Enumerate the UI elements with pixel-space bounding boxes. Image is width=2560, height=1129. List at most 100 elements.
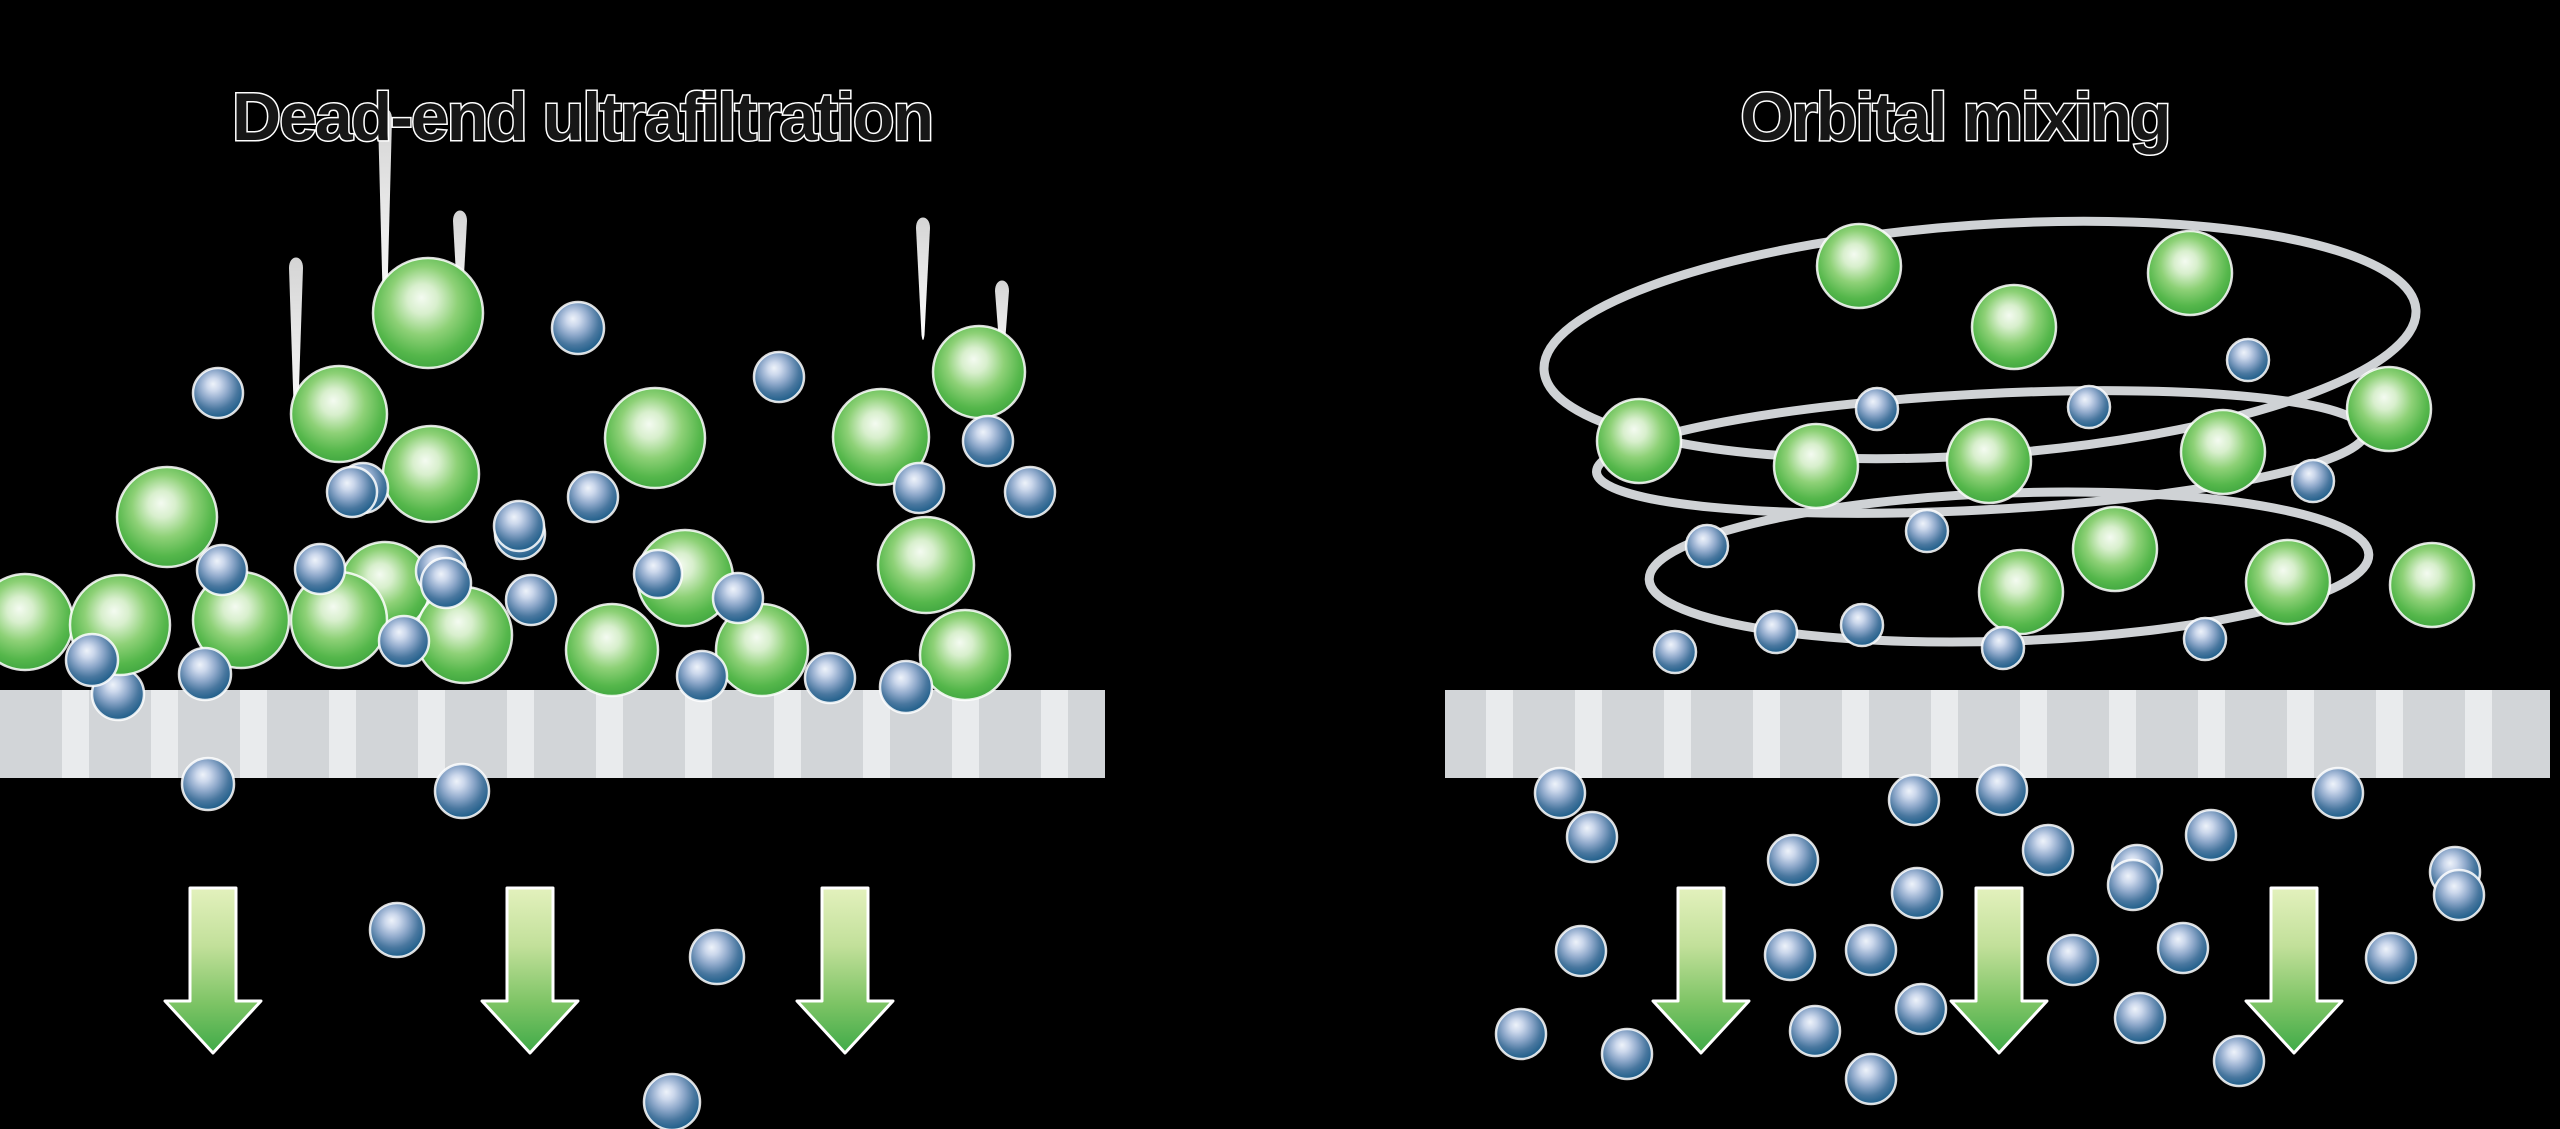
blue-small-particle-permeate bbox=[642, 1072, 702, 1129]
green-large-particle-retained bbox=[1772, 422, 1860, 510]
blue-small-particle-permeate bbox=[2106, 858, 2160, 912]
green-large-particle-retained bbox=[381, 424, 481, 524]
blue-small-particle-permeate bbox=[1844, 923, 1898, 977]
blue-small-particle-retained bbox=[377, 614, 431, 668]
blue-small-particle-permeate bbox=[1766, 833, 1820, 887]
green-large-particle-retained bbox=[2179, 408, 2267, 496]
blue-small-particle-retained bbox=[878, 659, 934, 715]
blue-small-particle-permeate bbox=[2021, 823, 2075, 877]
blue-small-particle-retained bbox=[177, 646, 233, 702]
green-large-particle-retained bbox=[0, 572, 75, 672]
blue-small-particle-retained bbox=[566, 470, 620, 524]
blue-small-particle-retained bbox=[293, 542, 347, 596]
blue-small-particle-permeate bbox=[2046, 933, 2100, 987]
green-large-particle-retained bbox=[2244, 538, 2332, 626]
blue-small-particle-permeate bbox=[2156, 921, 2210, 975]
blue-small-particle-retained bbox=[492, 499, 546, 553]
blue-small-particle-permeate bbox=[1763, 928, 1817, 982]
flow-streak bbox=[289, 257, 303, 437]
blue-small-particle-retained bbox=[752, 350, 806, 404]
blue-small-particle-permeate bbox=[1887, 773, 1941, 827]
blue-small-particle-retained bbox=[1904, 508, 1950, 554]
blue-small-particle-retained bbox=[191, 366, 245, 420]
blue-small-particle-retained bbox=[504, 573, 558, 627]
blue-small-particle-permeate bbox=[1788, 1004, 1842, 1058]
blue-small-particle-permeate bbox=[1494, 1007, 1548, 1061]
membrane bbox=[1445, 690, 2550, 778]
blue-small-particle-permeate bbox=[2113, 991, 2167, 1045]
permeate-flow-arrow bbox=[2244, 886, 2344, 1055]
green-large-particle-retained bbox=[289, 364, 389, 464]
flow-streak bbox=[916, 217, 930, 340]
blue-small-particle-retained bbox=[1854, 386, 1900, 432]
blue-small-particle-retained bbox=[892, 461, 946, 515]
blue-small-particle-permeate bbox=[1600, 1027, 1654, 1081]
blue-small-particle-permeate bbox=[1565, 810, 1619, 864]
blue-small-particle-permeate bbox=[688, 928, 746, 986]
green-large-particle-retained bbox=[918, 608, 1012, 702]
blue-small-particle-permeate bbox=[180, 756, 236, 812]
permeate-flow-arrow bbox=[1651, 886, 1751, 1055]
orbital-mixing-panel bbox=[1445, 216, 2550, 1106]
blue-small-particle-permeate bbox=[1975, 763, 2029, 817]
blue-small-particle-retained bbox=[1753, 609, 1799, 655]
panels-group bbox=[0, 108, 2550, 1129]
blue-small-particle-permeate bbox=[2212, 1034, 2266, 1088]
green-large-particle-retained bbox=[831, 387, 931, 487]
blue-small-particle-retained bbox=[711, 571, 765, 625]
green-large-particle-retained bbox=[1977, 548, 2065, 636]
blue-small-particle-retained bbox=[1839, 602, 1885, 648]
blue-small-particle-retained bbox=[64, 632, 120, 688]
dead-end-ultrafiltration-panel bbox=[0, 108, 1105, 1129]
blue-small-particle-retained bbox=[1652, 629, 1698, 675]
blue-small-particle-permeate bbox=[368, 901, 426, 959]
blue-small-particle-retained bbox=[419, 556, 473, 610]
permeate-flow-arrow bbox=[163, 886, 263, 1055]
green-large-particle-retained bbox=[1595, 397, 1683, 485]
blue-small-particle-retained bbox=[961, 414, 1015, 468]
permeate-flow-arrow bbox=[480, 886, 580, 1055]
blue-small-particle-retained bbox=[195, 543, 249, 597]
flow-streak bbox=[995, 280, 1009, 367]
green-large-particle-retained bbox=[1970, 283, 2058, 371]
green-large-particle-retained bbox=[876, 515, 976, 615]
green-large-particle-retained bbox=[2388, 541, 2476, 629]
green-large-particle-retained bbox=[115, 465, 219, 569]
blue-small-particle-permeate bbox=[1844, 1052, 1898, 1106]
blue-small-particle-retained bbox=[632, 548, 684, 600]
blue-small-particle-permeate bbox=[2432, 868, 2486, 922]
blue-small-particle-retained bbox=[2066, 384, 2112, 430]
right-panel-title: Orbital mixing bbox=[1740, 79, 2169, 155]
blue-small-particle-permeate bbox=[2311, 766, 2365, 820]
blue-small-particle-permeate bbox=[1554, 924, 1608, 978]
flow-streak bbox=[378, 108, 392, 333]
blue-small-particle-retained bbox=[550, 300, 606, 356]
green-large-particle-retained bbox=[371, 256, 485, 370]
blue-small-particle-retained bbox=[675, 649, 729, 703]
blue-small-particle-retained bbox=[2225, 337, 2271, 383]
green-large-particle-retained bbox=[2146, 229, 2234, 317]
green-large-particle-retained bbox=[1815, 222, 1903, 310]
permeate-flow-arrow bbox=[1949, 886, 2049, 1055]
blue-small-particle-permeate bbox=[1890, 866, 1944, 920]
left-panel-title: Dead-end ultrafiltration bbox=[232, 79, 932, 155]
green-large-particle-retained bbox=[603, 386, 707, 490]
blue-small-particle-retained bbox=[1980, 625, 2026, 671]
blue-small-particle-permeate bbox=[1894, 982, 1948, 1036]
blue-small-particle-permeate bbox=[433, 762, 491, 820]
green-large-particle-retained bbox=[2345, 365, 2433, 453]
green-large-particle-retained bbox=[564, 602, 660, 698]
blue-small-particle-retained bbox=[803, 651, 857, 705]
membrane bbox=[0, 690, 1105, 778]
green-large-particle-retained bbox=[2071, 505, 2159, 593]
blue-small-particle-permeate bbox=[2184, 808, 2238, 862]
green-large-particle-retained bbox=[931, 324, 1027, 420]
blue-small-particle-retained bbox=[325, 465, 379, 519]
blue-small-particle-retained bbox=[1684, 523, 1730, 569]
permeate-flow-arrow bbox=[795, 886, 895, 1055]
blue-small-particle-permeate bbox=[1533, 766, 1587, 820]
green-large-particle-retained bbox=[1945, 417, 2033, 505]
blue-small-particle-permeate bbox=[2364, 931, 2418, 985]
